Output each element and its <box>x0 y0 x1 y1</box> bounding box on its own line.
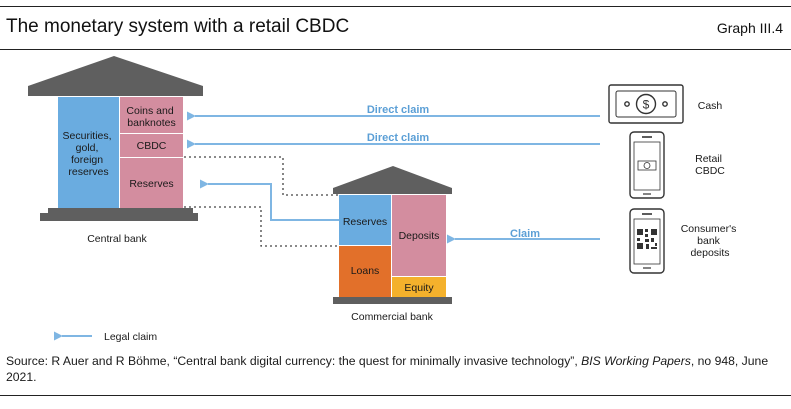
commercial-bank-equity-block <box>392 277 446 297</box>
direct-claim-label-1: Direct claim <box>367 104 430 116</box>
dotted-connector-reserves <box>184 206 339 247</box>
commercial-bank-loans-block <box>339 246 391 297</box>
legend-label: Legal claim <box>104 331 157 343</box>
consumer-deposits-label: Consumer's bank deposits <box>681 223 740 259</box>
dotted-connector-cbdc <box>184 156 339 196</box>
source-journal: BIS Working Papers <box>581 354 691 368</box>
banknote-dollar-sign: $ <box>643 98 650 112</box>
central-bank-base-bottom <box>40 213 198 221</box>
dotted-connectors <box>184 156 339 247</box>
commercial-bank-building: Reserves Deposits Loans Equity Commercia… <box>333 166 452 323</box>
qr-phone-icon <box>629 208 665 274</box>
commercial-bank-reserves-block <box>339 195 391 245</box>
qr-code-icon <box>637 229 657 249</box>
cbdc-diagram: Securities, gold, foreign reserves Coins… <box>28 56 740 343</box>
commercial-bank-equity-label: Equity <box>404 282 434 294</box>
commercial-bank-label: Commercial bank <box>351 311 433 323</box>
top-rule <box>0 6 791 7</box>
commercial-bank-roof <box>333 166 452 194</box>
graph-number: Graph III.4 <box>716 20 783 36</box>
commercial-bank-base <box>333 297 452 304</box>
central-bank-cbdc-block <box>120 134 183 157</box>
central-bank-cbdc-label: CBDC <box>137 140 167 152</box>
central-bank-label: Central bank <box>87 233 147 245</box>
central-bank-assets-block <box>58 97 119 208</box>
central-bank-reserves-block <box>120 158 183 208</box>
source-prefix: Source: R Auer and R Böhme, “Central ban… <box>6 354 582 368</box>
central-bank-assets-label: Securities, gold, foreign reserves <box>63 130 115 178</box>
cbdc-phone-icon <box>629 131 665 199</box>
central-bank-base-top <box>48 208 193 213</box>
commercial-bank-deposits-label: Deposits <box>399 230 440 242</box>
central-bank-roof <box>28 56 203 96</box>
central-bank-coins-label: Coins and banknotes <box>126 105 176 129</box>
commercial-bank-deposits-block <box>392 195 446 276</box>
source-note: Source: R Auer and R Böhme, “Central ban… <box>6 353 786 385</box>
claim-arrows <box>186 111 600 244</box>
central-bank-coins-block <box>120 97 183 133</box>
central-bank-building: Securities, gold, foreign reserves Coins… <box>28 56 203 245</box>
title-rule <box>0 49 791 50</box>
commercial-bank-loans-label: Loans <box>351 265 380 277</box>
commercial-bank-reserves-label: Reserves <box>343 216 387 228</box>
reserves-claim-arrow <box>199 179 339 221</box>
claim-label: Claim <box>510 228 540 240</box>
retail-cbdc-label: Retail CBDC <box>695 153 725 177</box>
banknote-icon <box>608 84 684 124</box>
direct-claim-label-2: Direct claim <box>367 132 430 144</box>
page-title: The monetary system with a retail CBDC <box>6 16 350 37</box>
central-bank-reserves-label: Reserves <box>129 178 173 190</box>
cash-label: Cash <box>698 100 723 112</box>
source-suffix: , no 948, June 2021. <box>6 354 769 384</box>
bottom-rule <box>0 395 791 396</box>
